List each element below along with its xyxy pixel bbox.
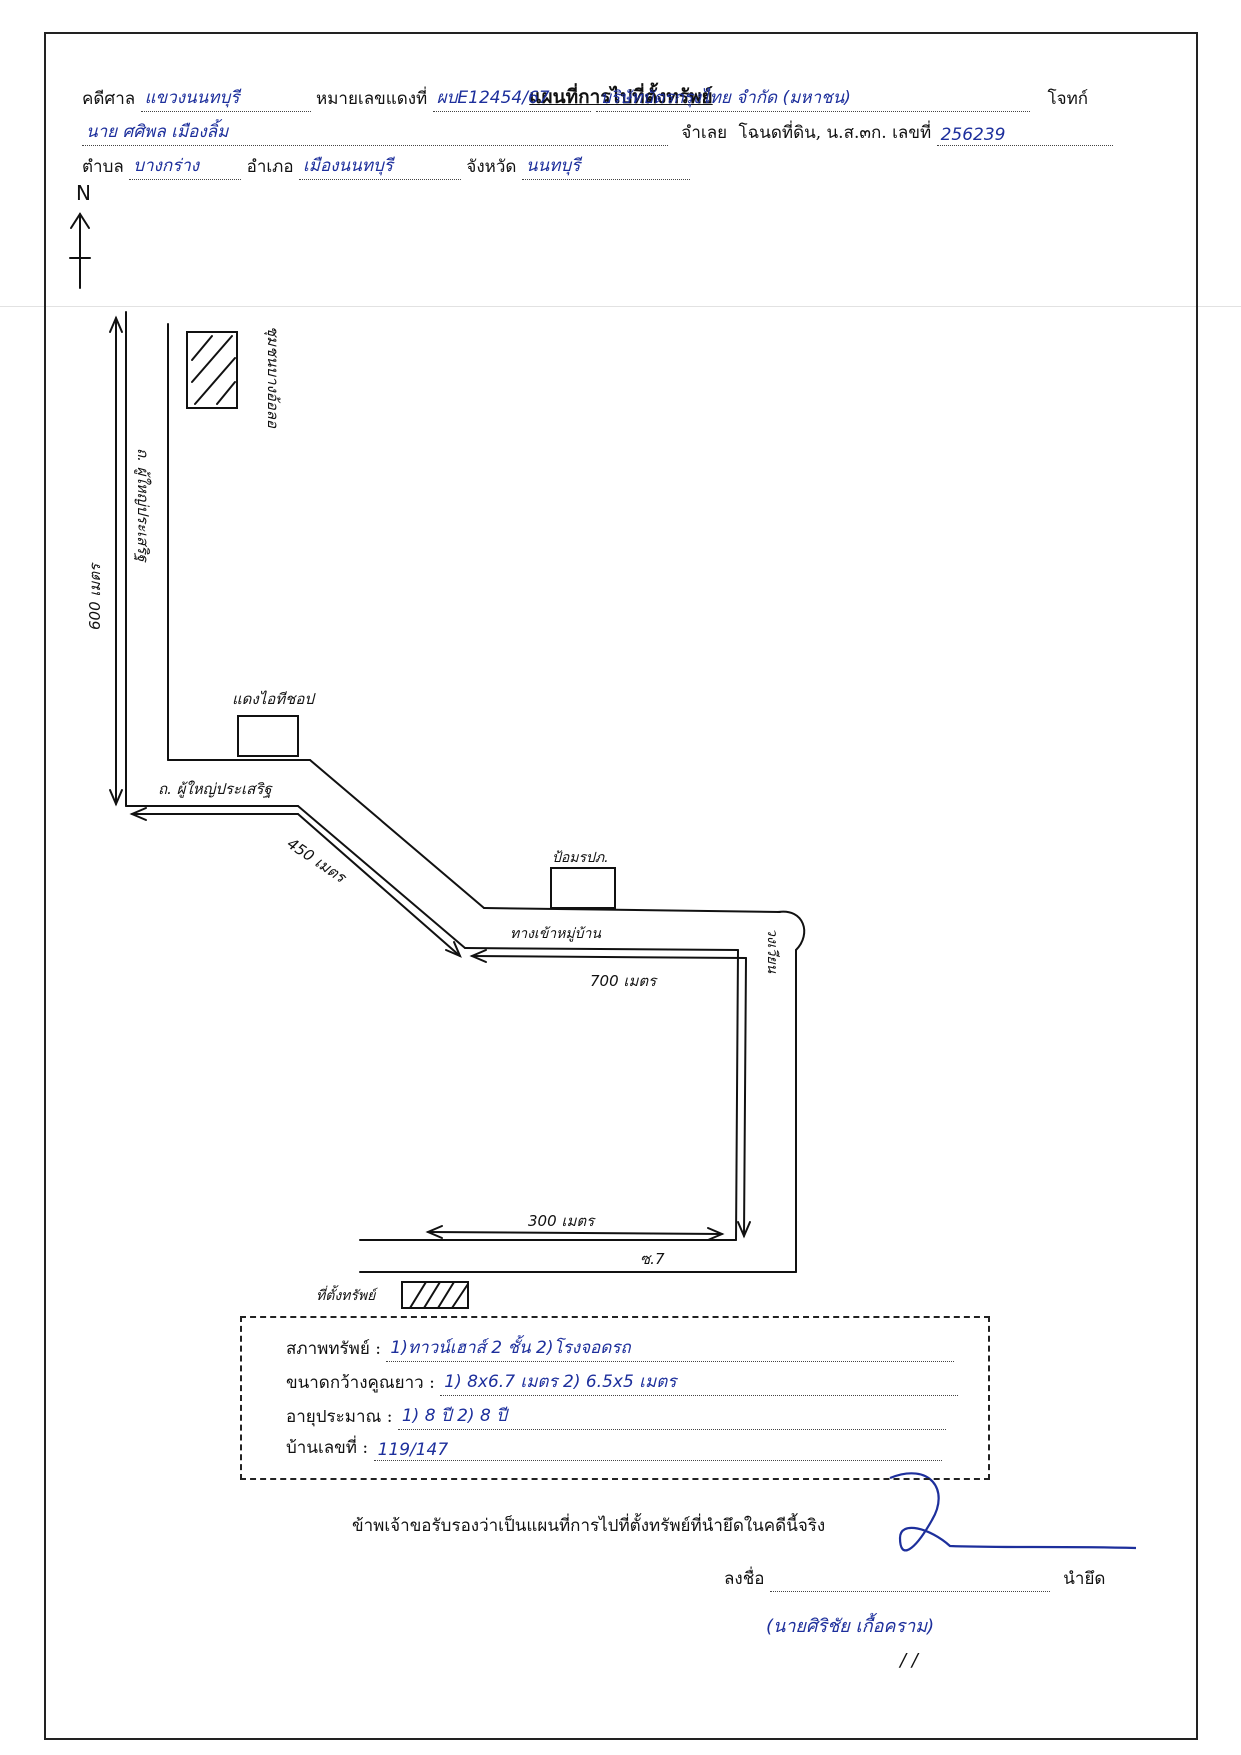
court-label: คดีศาล (82, 89, 136, 109)
police-booth-label: ป้อมรปภ. (552, 850, 609, 866)
main-road-label: ถ. ผู้ใหญ่ประเสริฐ (134, 448, 152, 563)
distance-600-label: 600 เมตร (86, 562, 104, 630)
signer-name-row: (นายศิริชัย เกื้อคราม) (766, 1611, 934, 1640)
roundabout-icon (777, 910, 806, 951)
signature-icon (889, 1472, 1137, 1552)
header-row-2: นาย ศศิพล เมืองลิ้ม จำเลย โฉนดที่ดิน, น.… (82, 118, 1113, 146)
defendant-label: จำเลย (681, 123, 728, 143)
north-arrow-icon (69, 212, 91, 289)
size-label: ขนาดกว้างคูณยาว : (286, 1373, 435, 1393)
signer-name: (นายศิริชัย เกื้อคราม) (766, 1616, 935, 1637)
date-row: / / (900, 1650, 918, 1671)
district-field: เมืองนนทบุรี (299, 152, 461, 180)
roundabout-label: วงเวียน (764, 928, 780, 974)
police-booth-icon (550, 867, 616, 909)
deed-no-field: 256239 (936, 125, 1113, 146)
subdistrict-field: บางกร่าง (129, 152, 242, 180)
second-road-label: ถ. ผู้ใหญ่ประเสริฐ (158, 780, 273, 798)
district-label: อำเภอ (246, 157, 294, 177)
distance-700-label: 700 เมตร (590, 972, 658, 990)
house-no-label: บ้านเลขที่ : (286, 1438, 369, 1458)
role-label: นำยึด (1063, 1569, 1106, 1589)
property-label: ที่ตั้งทรัพย์ (316, 1285, 378, 1304)
house-no-row: บ้านเลขที่ : 119/147 (286, 1434, 942, 1461)
age-field: 1) 8 ปี 2) 8 ปี (397, 1402, 946, 1430)
subdistrict-label: ตำบล (82, 157, 124, 177)
entrance-road-label: ทางเข้าหมู่บ้าน (510, 926, 601, 942)
property-location-icon (401, 1281, 469, 1309)
top-building-label: ชุมชนบางอ้อลอ (264, 326, 282, 429)
province-label: จังหวัด (466, 157, 517, 177)
property-info-box: สภาพทรัพย์ : 1)ทาวน์เฮาส์ 2 ชั้น 2)โรงจอ… (240, 1316, 990, 1480)
plaintiff-field: บริษัทบัตรกรุงไทย จำกัด (มหาชน) (596, 84, 1031, 112)
north-label: N (76, 181, 91, 205)
date-field: / / (900, 1650, 918, 1671)
condition-row: สภาพทรัพย์ : 1)ทาวน์เฮาส์ 2 ชั้น 2)โรงจอ… (286, 1334, 955, 1362)
top-building-icon (186, 331, 238, 409)
size-row: ขนาดกว้างคูณยาว : 1) 8x6.7 เมตร 2) 6.5x5… (286, 1368, 959, 1396)
size-field: 1) 8x6.7 เมตร 2) 6.5x5 เมตร (440, 1368, 959, 1396)
condition-label: สภาพทรัพย์ : (286, 1339, 381, 1359)
signature-row: ลงชื่อ นำยึด (724, 1565, 1105, 1592)
shop-building-icon (237, 715, 299, 757)
house-no-field: 119/147 (373, 1440, 942, 1461)
distance-300-label: 300 เมตร (528, 1212, 596, 1230)
court-field: แขวงนนทบุรี (140, 84, 311, 112)
signature-line (769, 1591, 1050, 1592)
age-row: อายุประมาณ : 1) 8 ปี 2) 8 ปี (286, 1402, 946, 1430)
sign-label: ลงชื่อ (724, 1569, 765, 1589)
age-label: อายุประมาณ : (286, 1407, 393, 1427)
header-row-1: คดีศาล แขวงนนทบุรี หมายเลขแดงที่ ผบE1245… (82, 84, 1088, 112)
case-no-field: ผบE12454/67 (432, 84, 591, 112)
shop-label: แดงไอทีชอป (232, 690, 316, 708)
plaintiff-label: โจทก์ (1047, 89, 1089, 109)
document-frame: แผนที่การไปที่ตั้งทรัพย์ (44, 32, 1198, 1740)
scan-fold-line (0, 306, 1241, 307)
document-title: แผนที่การไปที่ตั้งทรัพย์ (529, 86, 713, 108)
province-field: นนทบุรี (521, 152, 690, 180)
certification-statement: ข้าพเจ้าขอรับรองว่าเป็นแผนที่การไปที่ตั้… (352, 1516, 826, 1536)
soi-label: ซ.7 (640, 1250, 665, 1268)
deed-label: โฉนดที่ดิน, น.ส.๓ก. เลขที่ (738, 123, 932, 143)
header-row-3: ตำบล บางกร่าง อำเภอ เมืองนนทบุรี จังหวัด… (82, 152, 690, 180)
case-no-label: หมายเลขแดงที่ (315, 89, 428, 109)
defendant-field: นาย ศศิพล เมืองลิ้ม (82, 118, 668, 146)
condition-field: 1)ทาวน์เฮาส์ 2 ชั้น 2)โรงจอดรถ (386, 1334, 955, 1362)
